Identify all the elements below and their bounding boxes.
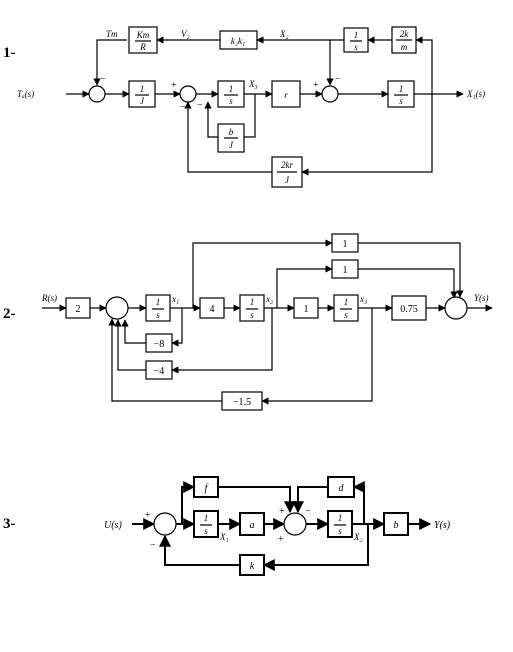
problem-label: 2- <box>3 306 16 322</box>
input-label: Tₐ(s) <box>17 89 34 99</box>
svg-text:4: 4 <box>210 304 215 315</box>
svg-text:+: + <box>279 506 285 517</box>
svg-text:k₂k₁: k₂k₁ <box>231 36 245 46</box>
svg-text:k: k <box>250 561 255 572</box>
input-label: R(s) <box>41 293 57 303</box>
svg-text:d: d <box>339 483 345 494</box>
svg-text:−1.5: −1.5 <box>233 397 251 408</box>
svg-text:2: 2 <box>76 304 81 315</box>
svg-text:a: a <box>250 520 255 531</box>
svg-text:m: m <box>401 42 408 52</box>
svg-text:s: s <box>338 526 342 536</box>
svg-text:1: 1 <box>343 265 348 276</box>
svg-text:s: s <box>344 310 348 320</box>
svg-text:1: 1 <box>343 239 348 250</box>
svg-text:s: s <box>229 96 233 106</box>
svg-text:f: f <box>205 483 209 494</box>
svg-text:Tm: Tm <box>106 29 118 39</box>
svg-text:r: r <box>284 90 288 100</box>
svg-text:X₃: X₃ <box>248 79 258 89</box>
output-label: Y(s) <box>434 520 451 531</box>
svg-text:1: 1 <box>156 297 161 307</box>
diagram-2: 2- 2 1 s 4 1 <box>3 233 493 411</box>
svg-text:s: s <box>204 526 208 536</box>
diagram-1: 1- Km R k₂k₁ 1 <box>3 26 485 188</box>
svg-text:+: + <box>313 80 319 91</box>
svg-text:X₂: X₂ <box>353 532 363 542</box>
svg-text:s: s <box>156 310 160 320</box>
svg-text:−: − <box>335 74 341 85</box>
svg-text:V₂: V₂ <box>181 29 190 39</box>
svg-text:−4: −4 <box>154 366 165 377</box>
svg-text:Km: Km <box>136 30 150 40</box>
svg-text:R: R <box>139 42 146 52</box>
svg-text:x₂: x₂ <box>265 294 273 304</box>
svg-text:1: 1 <box>354 30 359 40</box>
svg-text:b: b <box>394 520 399 531</box>
svg-text:−: − <box>197 100 203 111</box>
svg-text:X₂: X₂ <box>279 29 289 39</box>
svg-text:2kr: 2kr <box>281 160 293 170</box>
svg-text:1: 1 <box>399 84 404 94</box>
output-label: Y(s) <box>474 293 489 303</box>
svg-text:1: 1 <box>304 304 309 315</box>
svg-text:x₁: x₁ <box>171 294 179 304</box>
svg-text:2k: 2k <box>400 29 410 39</box>
svg-text:s: s <box>399 96 403 106</box>
svg-text:+: + <box>278 534 284 545</box>
svg-text:+: + <box>145 510 151 521</box>
svg-text:+: + <box>171 80 177 91</box>
svg-text:x₃: x₃ <box>359 294 367 304</box>
svg-text:X₁: X₁ <box>219 532 229 542</box>
diagram-3: 3- f 1 s a d 1 s <box>3 476 451 576</box>
svg-text:s: s <box>250 310 254 320</box>
svg-text:J: J <box>140 96 145 106</box>
svg-text:0.75: 0.75 <box>400 304 418 315</box>
problem-label: 3- <box>3 516 16 532</box>
problem-label: 1- <box>3 45 16 61</box>
svg-text:1: 1 <box>140 84 145 94</box>
output-label: X₁(s) <box>466 89 485 99</box>
svg-text:−: − <box>180 102 186 113</box>
svg-text:1: 1 <box>338 513 343 523</box>
svg-text:−: − <box>150 540 156 551</box>
svg-text:1: 1 <box>250 297 255 307</box>
svg-text:J: J <box>229 140 234 150</box>
svg-text:1: 1 <box>204 513 209 523</box>
svg-text:−8: −8 <box>154 339 165 350</box>
svg-text:−: − <box>100 74 106 85</box>
svg-text:s: s <box>354 42 358 52</box>
svg-text:J: J <box>285 175 290 185</box>
input-label: U(s) <box>104 520 122 531</box>
svg-text:b: b <box>229 127 234 137</box>
svg-text:1: 1 <box>229 84 234 94</box>
svg-text:1: 1 <box>344 297 349 307</box>
svg-text:−: − <box>305 506 311 517</box>
